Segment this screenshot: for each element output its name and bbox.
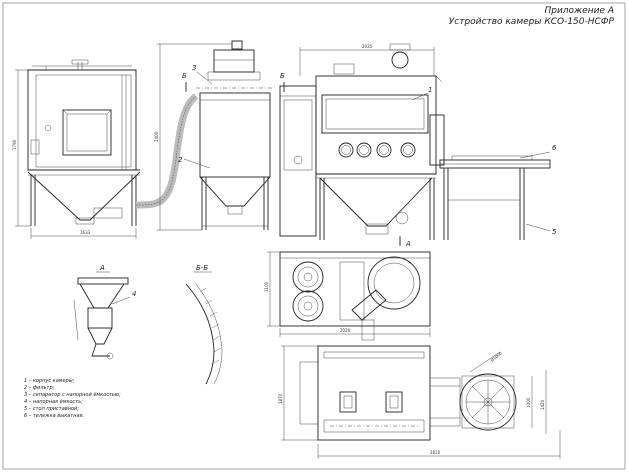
callout-1: 1 (428, 86, 432, 94)
view-a-pressure-tank: А 4 (73, 264, 136, 360)
dim-plan-depth: 1100 (264, 281, 269, 292)
legend-item-2: 2 – фильтр; (24, 385, 55, 391)
appendix-label: Приложение А (544, 6, 614, 16)
view-bb-label: Б-Б (196, 264, 208, 272)
legend-item-6: 6 – тележка выкатная. (24, 413, 84, 419)
dim-bottom-side: 1000 (526, 397, 531, 408)
left-side-view: 1790 1633 (12, 59, 141, 239)
main-front-view: 2035 А (279, 43, 445, 248)
legend-item-5: 5 – стол приставной; (24, 406, 79, 412)
drawing-title: Устройство камеры КСО-150-НСФР (449, 17, 615, 27)
connecting-hose-outline (135, 95, 197, 206)
dim-top-width: 2035 (362, 44, 373, 49)
callout-3: 3 (192, 64, 196, 72)
filter-unit: 2400 Б Б 3 2 (154, 40, 285, 231)
dim-bottom-width: 2810 (430, 450, 441, 455)
legend-item-1: 1 – корпус камеры; (24, 378, 75, 384)
section-mark-b-right: Б (280, 72, 285, 80)
bottom-plan-view: 1870 2810 Ø1000 1000 1420 (278, 345, 561, 459)
legend-item-4: 4 – напорная ёмкость; (24, 399, 83, 405)
dim-bottom-depth: 1870 (278, 393, 283, 404)
legend-item-3: 3 – сепаратор с напорной ёмкостью; (24, 392, 121, 398)
section-mark-a: А (405, 240, 411, 248)
callout-4: 4 (132, 290, 136, 298)
callout-2: 2 (178, 156, 183, 164)
dim-bottom-h: 1420 (540, 399, 545, 410)
callout-5: 5 (552, 228, 557, 236)
connecting-hose (135, 93, 199, 209)
plan-view: 1100 2020 (264, 251, 431, 341)
dim-bottom-diameter: Ø1000 (489, 350, 503, 363)
legend: 1 – корпус камеры; 2 – фильтр; 3 – сепар… (24, 378, 121, 419)
section-b-b: Б-Б (185, 264, 223, 385)
trolley-and-side-table: 6 5 (439, 144, 557, 240)
dim-plan-width: 2020 (340, 328, 351, 333)
callout-6: 6 (552, 144, 557, 152)
view-a-label: А (99, 264, 105, 272)
dim-left-height: 1790 (12, 139, 17, 150)
dim-mid-height: 2400 (154, 131, 159, 142)
dim-left-width: 1633 (80, 230, 91, 235)
section-mark-b-left: Б (182, 72, 187, 80)
